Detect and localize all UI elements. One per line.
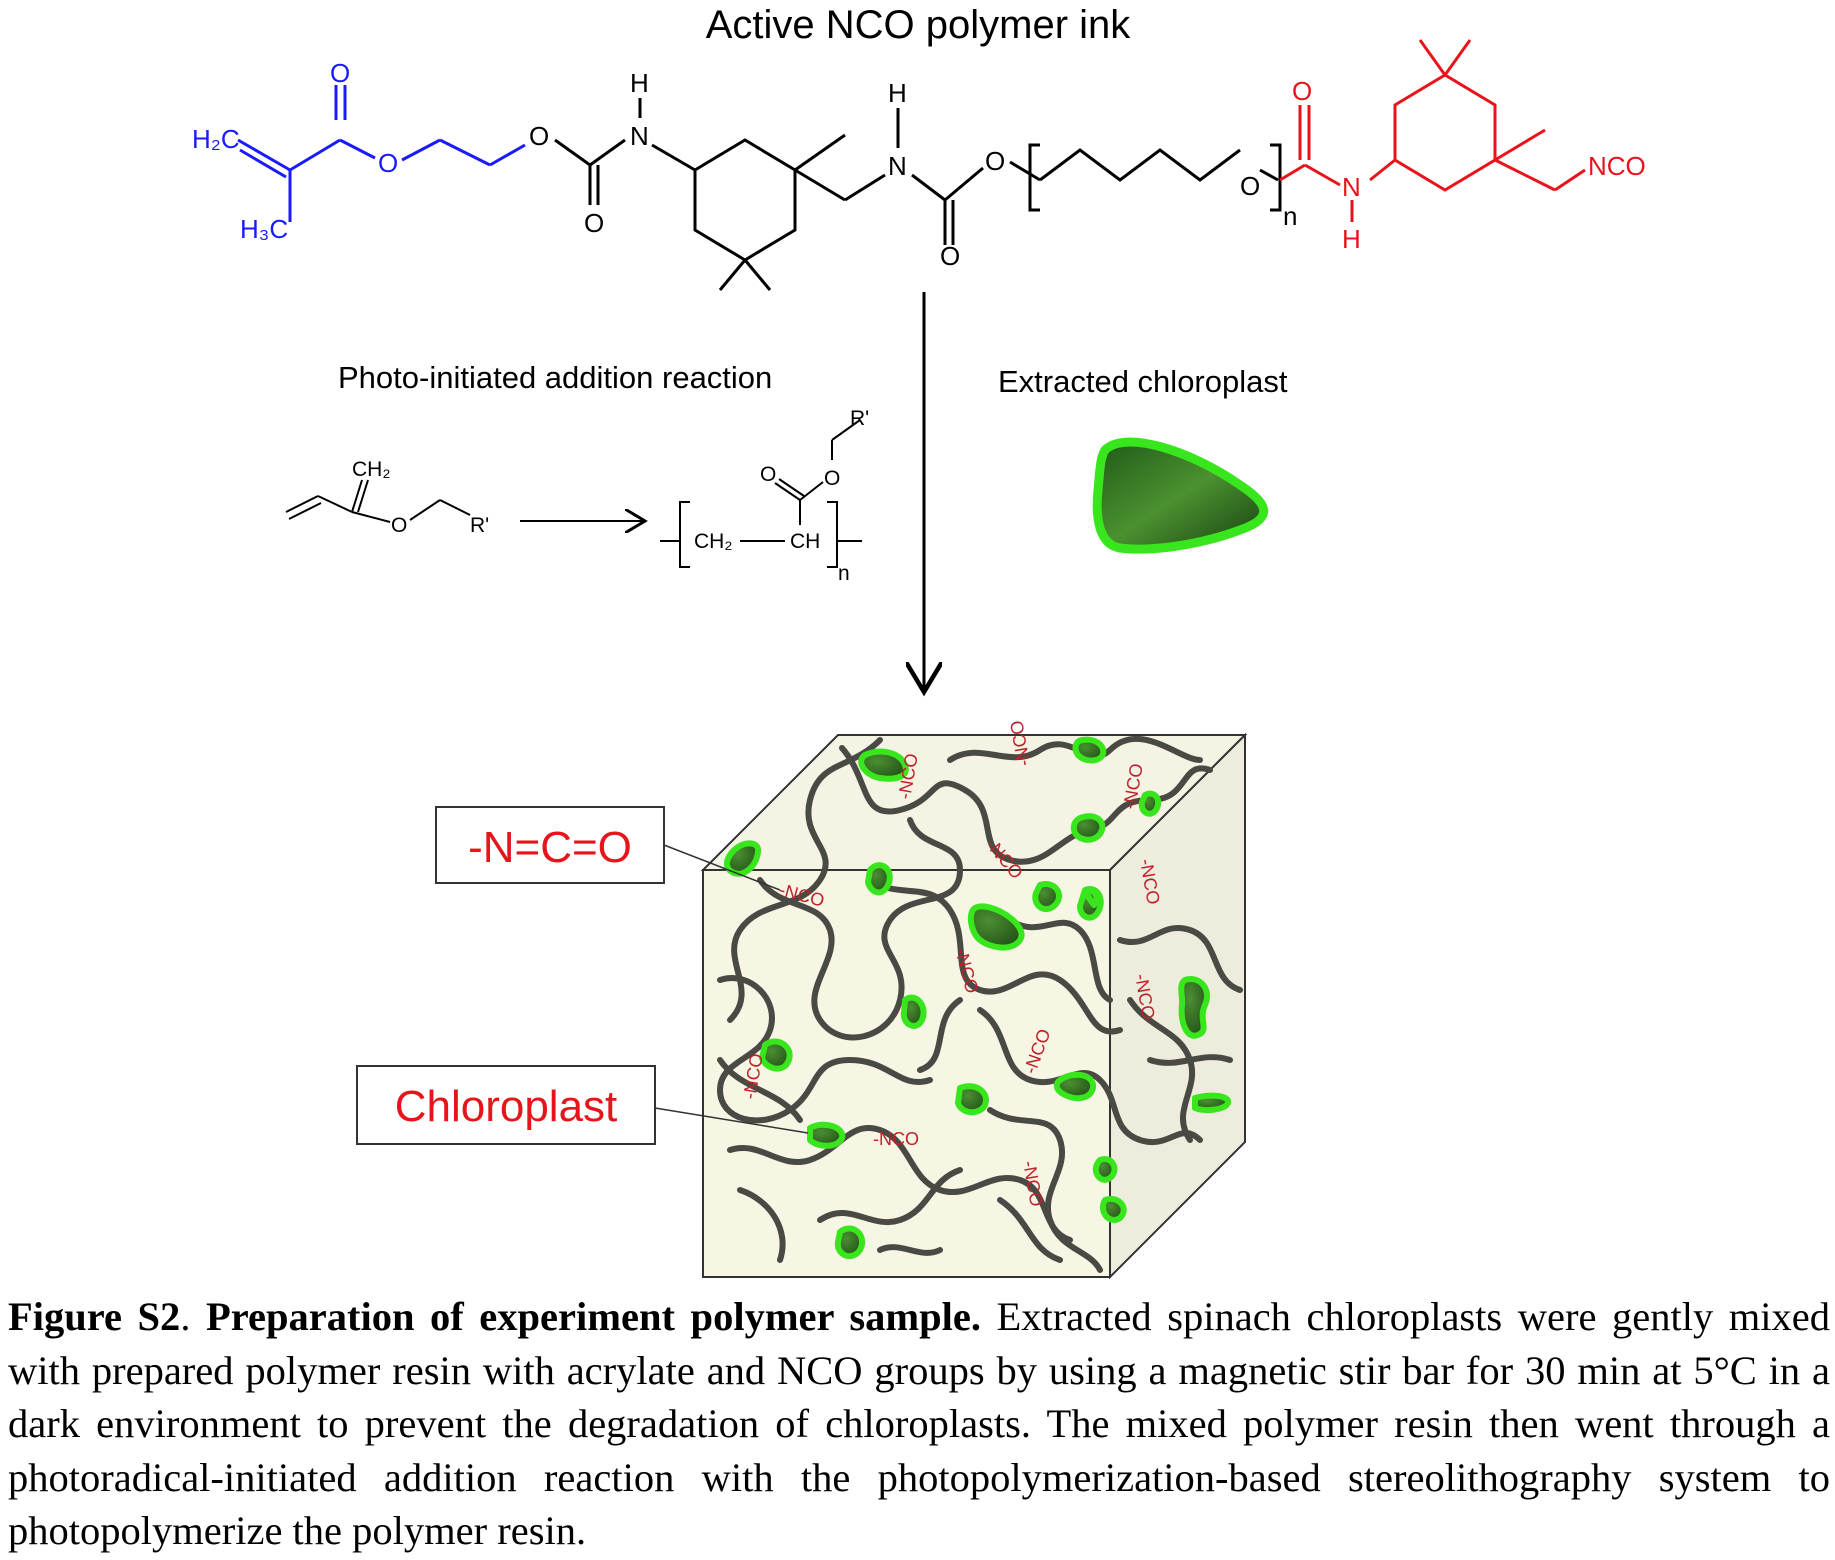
nco-callout-box <box>435 806 665 884</box>
chloroplast-blob <box>1032 881 1062 913</box>
h3c-label: H₃C <box>240 214 288 244</box>
polymer-chains <box>716 735 1243 1273</box>
nco-label: NCO <box>1588 151 1646 181</box>
chloroplast-callout-box <box>356 1065 656 1145</box>
nco-callout-leader <box>663 844 781 891</box>
product-ch2: CH₂ <box>694 530 732 553</box>
backbone-labels: O O H N H N O O O n <box>529 68 1297 271</box>
o-carbonyl-1: O <box>330 58 350 88</box>
reactant-o: O <box>391 514 407 537</box>
o-repeat: O <box>1240 171 1260 201</box>
chloroplast-panel-label: Extracted chloroplast <box>998 364 1288 399</box>
nh-3-h: H <box>1342 224 1361 254</box>
chloroplast-blob <box>759 1038 793 1072</box>
chloroplast-blob <box>1192 1092 1231 1114</box>
polymer-cube: -NCO -NCO -NCO -NCO -NCO -NCO -NCO -NCO … <box>700 719 1248 1280</box>
h2c-label: H₂C <box>192 124 240 154</box>
reactant-r: R' <box>470 514 489 537</box>
figure-title: Active NCO polymer ink <box>706 3 1132 47</box>
o-ester-3: O <box>985 146 1005 176</box>
o-carbonyl-2: O <box>584 208 604 238</box>
chloroplast-blob <box>1178 976 1210 1039</box>
chloroplast-blob <box>1138 790 1162 817</box>
chloroplast-blob <box>1053 1071 1097 1102</box>
backbone <box>554 133 1282 291</box>
o-ester-2: O <box>529 121 549 151</box>
o-carbonyl-3: O <box>940 241 960 271</box>
repeat-n: n <box>1283 201 1297 231</box>
chloroplast-callout: Chloroplast <box>356 1065 809 1145</box>
chloroplast-callout-leader <box>654 1107 809 1134</box>
reaction-label: Photo-initiated addition reaction <box>338 360 772 395</box>
product-o-carbonyl: O <box>760 463 776 486</box>
nco-terminal-labels: O N H NCO <box>1292 76 1646 254</box>
chloroplast-blob <box>1072 736 1107 764</box>
chloroplast-blob <box>967 903 1025 951</box>
product-n: n <box>838 562 850 585</box>
chloroplast-blob <box>1092 1156 1118 1183</box>
nh-2-h: H <box>888 78 907 108</box>
nco-terminal-group <box>1279 39 1586 192</box>
chloroplast-blob <box>858 748 909 782</box>
caption-body: Extracted spinach chloroplasts were gent… <box>8 1294 1830 1553</box>
caption-separator: . <box>180 1294 206 1339</box>
chloroplast-blob <box>807 1121 846 1149</box>
chloroplast-callout-text: Chloroplast <box>395 1082 618 1131</box>
nh-2-n: N <box>888 151 907 181</box>
acrylate-labels: H₂C H₃C O O <box>192 58 398 244</box>
nh-1-n: N <box>630 121 649 151</box>
acrylate-group <box>237 85 526 222</box>
chloroplast-blob <box>723 840 762 877</box>
nco-callout-text: -N=C=O <box>468 823 632 872</box>
nh-3-n: N <box>1342 172 1361 202</box>
cube-nco-label: -NCO <box>873 1129 919 1149</box>
chloroplast-blob <box>865 862 893 896</box>
caption-bold-title: Preparation of experiment polymer sample… <box>206 1294 981 1339</box>
chloroplast-blob <box>1099 1195 1127 1223</box>
nh-1-h: H <box>630 68 649 98</box>
figure-caption: Figure S2. Preparation of experiment pol… <box>8 1290 1830 1558</box>
reactant-ch2: CH₂ <box>352 458 390 481</box>
product-r: R' <box>850 407 869 430</box>
reaction-labels: CH₂ O R' R' O O CH₂ CH n <box>352 407 869 585</box>
reaction-scheme <box>285 419 862 568</box>
nco-callout: -N=C=O <box>435 806 781 891</box>
embedded-chloroplasts <box>723 736 1231 1260</box>
chloroplast-blob <box>900 994 927 1029</box>
product-o-ester: O <box>824 467 840 490</box>
extracted-chloroplast-shape <box>1092 437 1269 554</box>
chloroplast-blob <box>955 1083 989 1116</box>
chloroplast-blob <box>1082 888 1100 908</box>
o-carbonyl-4: O <box>1292 76 1312 106</box>
caption-figure-id: Figure S2 <box>8 1294 181 1339</box>
monomer-structure: H₂C H₃C O O <box>192 39 1646 291</box>
chloroplast-blob <box>1070 813 1106 843</box>
chloroplast-blob <box>834 1225 865 1260</box>
product-ch: CH <box>790 530 820 553</box>
o-ester-1: O <box>378 148 398 178</box>
